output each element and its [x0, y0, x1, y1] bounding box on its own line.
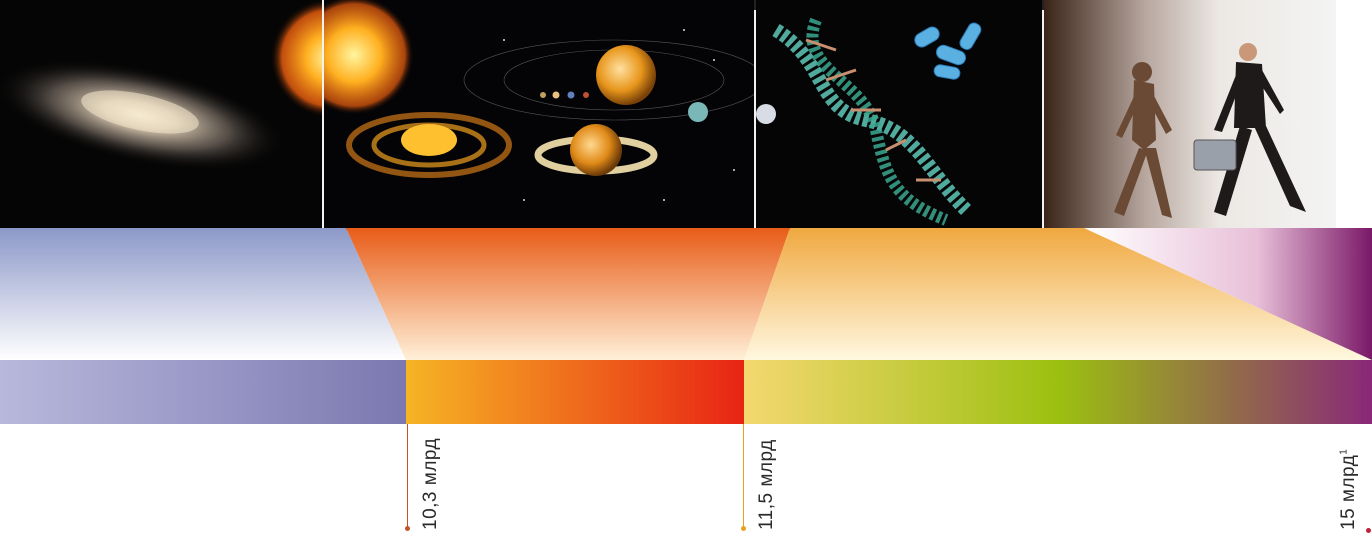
panel-divider — [322, 0, 324, 230]
marker-label-2: 11,5 млрд — [756, 439, 778, 530]
panel-divider — [754, 0, 756, 230]
panel-divider-tick — [1042, 0, 1044, 10]
solar-system-segment — [406, 360, 744, 424]
marker-footnote: 1 — [1338, 448, 1350, 455]
dna-panel — [756, 0, 1042, 230]
solar-system-fan — [346, 228, 790, 360]
marker-dot-3 — [1366, 528, 1371, 533]
marker-text-3: 15 млрд — [1338, 454, 1359, 530]
marker-line-1 — [407, 424, 408, 527]
panel-divider-tick — [754, 0, 756, 10]
life-fan — [744, 228, 1372, 360]
marker-text-2: 11,5 млрд — [756, 439, 777, 530]
marker-dot-1 — [405, 526, 410, 531]
galaxy-panel — [0, 0, 322, 230]
panel-divider — [1042, 0, 1044, 230]
marker-text-1: 10,3 млрд — [420, 437, 441, 530]
early-universe-fan — [0, 228, 406, 360]
evolution-panel — [1044, 0, 1336, 230]
marker-dot-2 — [741, 526, 746, 531]
solar-system-panel — [324, 0, 754, 230]
early-universe-segment — [0, 360, 406, 424]
timeline-band — [0, 228, 1372, 424]
marker-label-1: 10,3 млрд — [420, 438, 442, 530]
marker-label-3: 15 млрд1 — [1338, 449, 1360, 530]
human-fan — [1084, 228, 1372, 360]
life-segment — [744, 360, 1372, 424]
marker-line-2 — [743, 424, 744, 527]
